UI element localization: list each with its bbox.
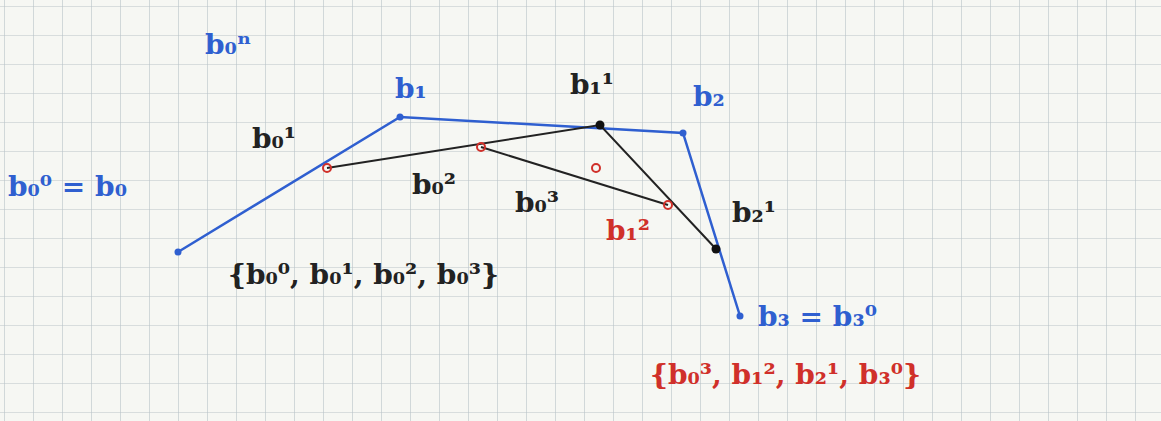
point-label: b₀ⁿ bbox=[205, 28, 251, 62]
second-level-segment bbox=[481, 147, 668, 205]
control-point bbox=[175, 249, 182, 256]
control-points bbox=[175, 114, 744, 320]
control-polygon bbox=[178, 117, 740, 316]
control-point bbox=[737, 313, 744, 320]
casteljau-points bbox=[323, 121, 721, 254]
control-point bbox=[397, 114, 404, 121]
casteljau-point bbox=[664, 201, 672, 209]
point-label: b₂ bbox=[693, 80, 725, 114]
curve-point bbox=[592, 164, 600, 172]
first-level-polygon bbox=[327, 125, 716, 249]
point-label: b₁² bbox=[606, 214, 650, 248]
point-label: b₀² bbox=[412, 168, 456, 202]
point-label: b₀³ bbox=[515, 186, 559, 220]
point-label: b₃ = b₃⁰ bbox=[758, 300, 877, 334]
point-label: b₁¹ bbox=[570, 68, 614, 102]
point-set: {b₀³, b₁², b₂¹, b₃⁰} bbox=[650, 358, 921, 392]
casteljau-point bbox=[596, 121, 605, 130]
point-set: {b₀⁰, b₀¹, b₀², b₀³} bbox=[228, 258, 499, 292]
casteljau-point bbox=[323, 164, 331, 172]
point-label: b₀¹ bbox=[252, 122, 296, 156]
point-label: b₁ bbox=[395, 72, 427, 106]
casteljau-point bbox=[712, 245, 721, 254]
casteljau-point bbox=[477, 143, 485, 151]
control-point bbox=[680, 130, 687, 137]
point-label: b₂¹ bbox=[732, 196, 776, 230]
point-label: b₀⁰ = b₀ bbox=[8, 170, 127, 204]
